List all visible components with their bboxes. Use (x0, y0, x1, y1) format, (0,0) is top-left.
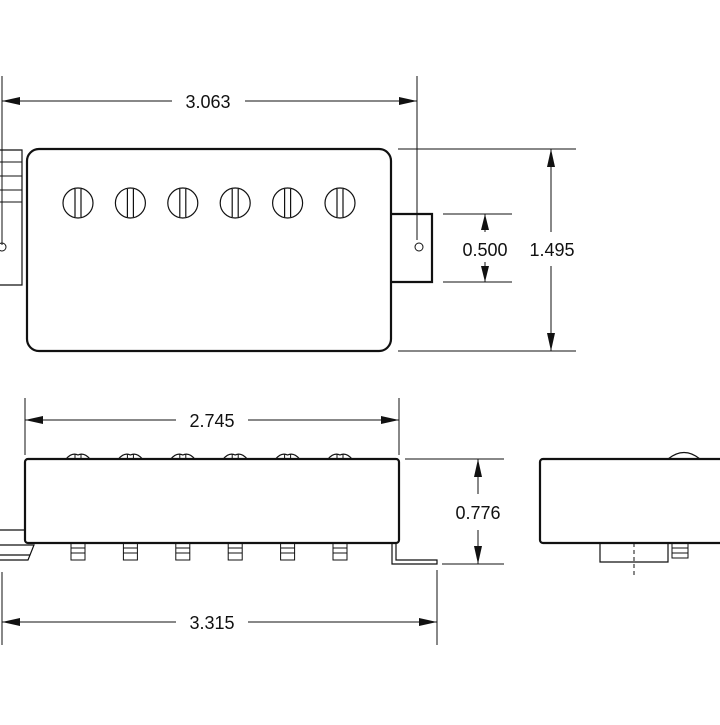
pole-piece-side (222, 453, 248, 561)
end-cover (538, 457, 720, 545)
pole-piece-top (62, 187, 94, 219)
end-pole-cap (667, 451, 701, 460)
side-view (0, 453, 438, 565)
dim-top-height: 1.495 (398, 148, 576, 352)
top-left-tab-lines (0, 161, 22, 203)
dim-label-side-overall-width: 3.315 (189, 613, 234, 633)
pole-piece-top (167, 187, 199, 219)
side-right-tab (388, 542, 438, 565)
dim-label-side-cover-width: 2.745 (189, 411, 234, 431)
dim-top-width: 3.063 (1, 76, 418, 245)
dim-side-overall-width: 3.315 (1, 570, 438, 645)
end-baseplate (599, 543, 669, 563)
pole-piece-top (219, 187, 251, 219)
top-right-tab (388, 212, 434, 284)
top-left-tab-hole (0, 242, 7, 252)
top-cover (25, 147, 393, 353)
dim-side-height: 0.776 (405, 458, 504, 565)
dim-label-side-height: 0.776 (455, 503, 500, 523)
pole-piece-side (65, 453, 91, 561)
side-pole-pieces (65, 453, 353, 561)
dim-tab-width: 0.500 (443, 213, 512, 283)
top-pole-pieces (62, 187, 356, 219)
dim-side-cover-width: 2.745 (24, 398, 400, 455)
end-screw (671, 542, 689, 559)
top-right-tab-hole (414, 242, 424, 252)
pole-piece-top (272, 187, 304, 219)
dim-label-top-height: 1.495 (529, 240, 574, 260)
pole-piece-side (327, 453, 353, 561)
top-view (0, 147, 434, 353)
pole-piece-top (114, 187, 146, 219)
dim-label-tab-width: 0.500 (462, 240, 507, 260)
side-cover (23, 457, 401, 545)
side-left-tab (0, 529, 35, 561)
pole-piece-side (117, 453, 143, 561)
pole-piece-side (170, 453, 196, 561)
dim-label-top-width: 3.063 (185, 92, 230, 112)
pole-piece-top (324, 187, 356, 219)
end-view (538, 451, 720, 575)
pole-piece-side (275, 453, 301, 561)
top-left-tab (0, 149, 23, 286)
